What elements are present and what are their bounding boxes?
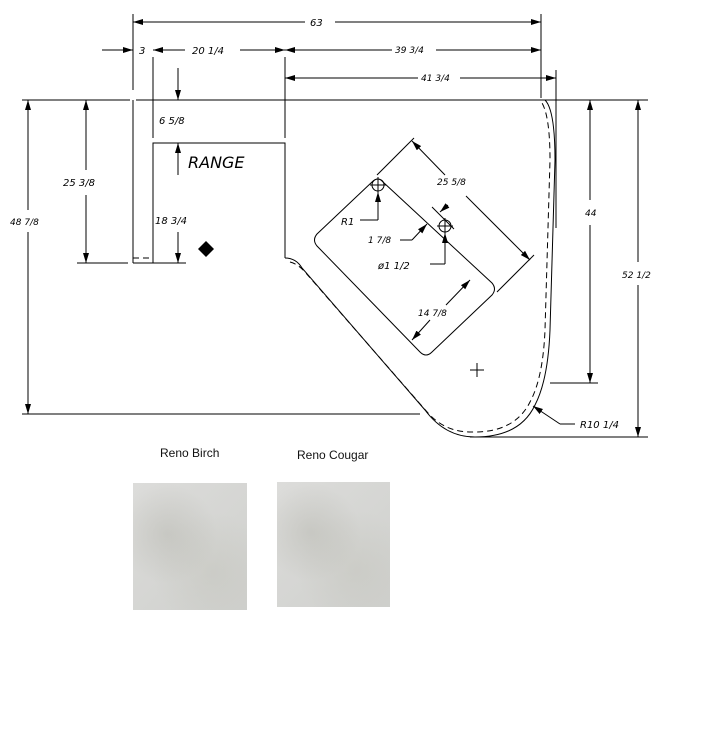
- faucet-hole-icon: [437, 218, 453, 234]
- dim-corner-radius: R10 1/4: [580, 420, 619, 431]
- dim-hole-diameter: ø1 1/2: [377, 261, 410, 272]
- dim-right-run-outer: 41 3/4: [421, 74, 450, 84]
- dim-left-depth: 25 3/8: [63, 178, 95, 189]
- dim-sink-length: 25 5/8: [437, 178, 466, 188]
- dim-range-width: 20 1/4: [192, 46, 224, 57]
- dim-sink-radius: R1: [341, 217, 354, 228]
- extension-lines: [22, 14, 648, 438]
- range-label: RANGE: [188, 153, 245, 172]
- center-mark-icon: [470, 363, 484, 377]
- faucet-hole-icon: [370, 177, 386, 193]
- dim-right-run: 39 3/4: [395, 46, 424, 56]
- diamond-marker-icon: [198, 241, 214, 257]
- dim-sink-width: 14 7/8: [418, 309, 447, 319]
- sample-swatch-reno-cougar: [277, 482, 390, 607]
- sample-swatch-reno-birch: [133, 483, 247, 610]
- dimension-lines: [25, 19, 641, 437]
- dim-overall-width: 63: [310, 18, 323, 29]
- dim-overall-depth-left: 48 7/8: [10, 218, 39, 228]
- sample-label-reno-birch: Reno Birch: [160, 446, 220, 460]
- dim-left-return: 3: [139, 46, 145, 57]
- dim-hole-offset: 1 7/8: [368, 236, 391, 246]
- range-cutout: [152, 142, 286, 263]
- dim-range-depth: 18 3/4: [155, 216, 187, 227]
- sample-label-reno-cougar: Reno Cougar: [297, 448, 369, 462]
- dim-overall-depth-right: 52 1/2: [622, 271, 651, 281]
- countertop-outline: [132, 99, 556, 438]
- dim-range-setback: 6 5/8: [159, 116, 185, 127]
- dim-right-depth: 44: [585, 209, 597, 219]
